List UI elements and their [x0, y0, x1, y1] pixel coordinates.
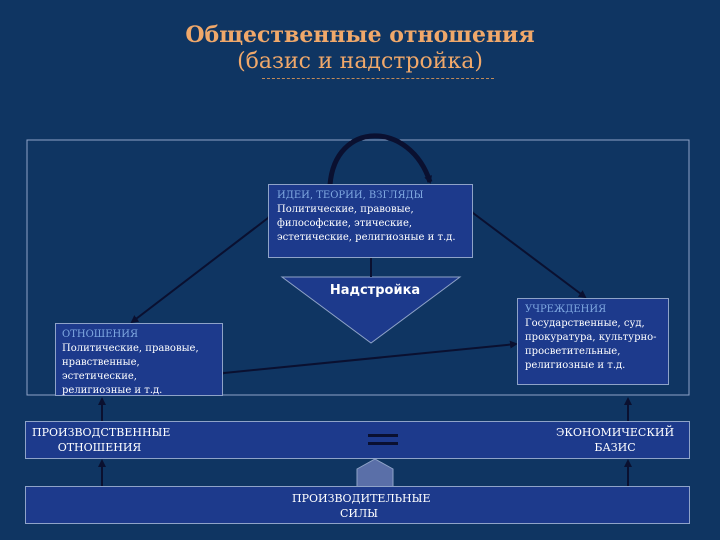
relations-line-1: Политические, правовые, [62, 343, 199, 354]
relations-box: ОТНОШЕНИЯ Политические, правовые, нравст… [55, 323, 223, 396]
equals-icon [368, 434, 398, 445]
production-relations-bar: ПРОИЗВОДСТВЕННЫЕ ОТНОШЕНИЯ ЭКОНОМИЧЕСКИЙ… [25, 421, 690, 459]
institutions-line-3: просветительные, [525, 346, 621, 357]
block-arrow-up-icon [356, 459, 394, 487]
slide-subtitle: (базис и надстройка) [237, 49, 483, 74]
relations-header: ОТНОШЕНИЯ [62, 329, 139, 340]
relations-institutions-arrow [217, 340, 518, 378]
economic-basis-line-1: ЭКОНОМИЧЕСКИЙ [555, 426, 675, 439]
economic-basis-line-2: БАЗИС [594, 441, 636, 454]
ideas-line-3: эстетические, религиозные и т.д. [277, 232, 456, 243]
ideas-self-loop [327, 133, 433, 186]
productive-forces-line-1: ПРОИЗВОДИТЕЛЬНЫЕ [292, 492, 431, 505]
institutions-header: УЧРЕЖДЕНИЯ [525, 304, 607, 315]
ideas-relations-arrow [130, 211, 276, 324]
institutions-line-2: прокуратура, культурно- [525, 332, 657, 343]
ideas-line-2: философские, этические, [277, 218, 413, 229]
institutions-line-1: Государственные, суд, [525, 318, 645, 329]
production-relations-line-2: ОТНОШЕНИЯ [57, 441, 142, 454]
production-relations-line-1: ПРОИЗВОДСТВЕННЫЕ [32, 426, 171, 439]
relations-line-2: нравственные, эстетические, [62, 357, 140, 382]
relations-line-3: религиозные и т.д. [62, 385, 163, 396]
superstructure-label: Надстройка [329, 283, 421, 298]
ideas-line-1: Политические, правовые, [277, 204, 414, 215]
institutions-box: УЧРЕЖДЕНИЯ Государственные, суд, прокура… [517, 298, 669, 385]
productive-forces-bar: ПРОИЗВОДИТЕЛЬНЫЕ СИЛЫ [25, 486, 690, 524]
production-relations-text: ПРОИЗВОДСТВЕННЫЕ ОТНОШЕНИЯ [32, 425, 171, 455]
ideas-box: ИДЕИ, ТЕОРИИ, ВЗГЛЯДЫ Политические, прав… [268, 184, 473, 258]
ideas-header: ИДЕИ, ТЕОРИИ, ВЗГЛЯДЫ [277, 190, 424, 201]
ideas-institutions-arrow [465, 206, 587, 299]
productive-forces-text: ПРОИЗВОДИТЕЛЬНЫЕ СИЛЫ [292, 491, 431, 521]
institutions-line-4: религиозные и т.д. [525, 360, 626, 371]
economic-basis-text: ЭКОНОМИЧЕСКИЙ БАЗИС [555, 425, 675, 455]
productive-forces-line-2: СИЛЫ [339, 507, 378, 520]
slide-title: Общественные отношения [185, 22, 535, 48]
subtitle-underline [262, 78, 494, 79]
